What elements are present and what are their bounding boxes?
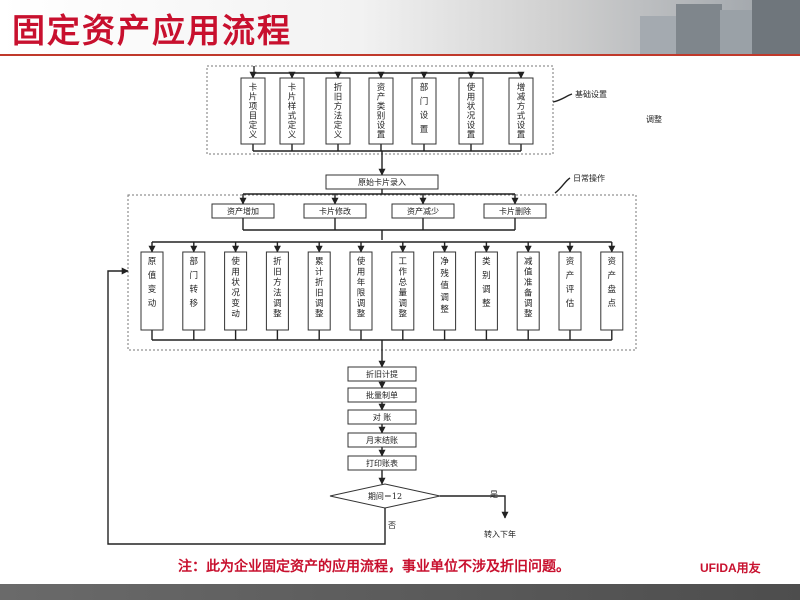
process-step-box: [347, 455, 417, 471]
process-step-label: 月末结账: [366, 435, 398, 445]
setup-label-pointer: [552, 93, 573, 103]
footnote: 注：此为企业固定资产的应用流程，事业单位不涉及折旧问题。: [178, 559, 570, 575]
operation-box: [303, 203, 367, 219]
flow-connectors: [148, 66, 616, 485]
setup-box: [458, 77, 484, 145]
setup-box-label: 资产类别设置: [377, 82, 386, 141]
setup-box-label: 增减方式设置: [517, 82, 526, 141]
process-step-label: 批量制单: [366, 390, 398, 400]
process-step-label: 对 账: [373, 412, 392, 422]
change-box: [391, 251, 415, 331]
change-box-label: 使用年限调整: [357, 256, 366, 320]
process-step-box: [347, 366, 417, 382]
process-step-box: [347, 387, 417, 403]
process-step-label: 打印账表: [366, 458, 398, 468]
change-box: [474, 251, 498, 331]
setup-box: [325, 77, 351, 145]
process-step-box: [347, 432, 417, 448]
change-box-label: 类别调整: [482, 256, 491, 309]
operation-box-label: 卡片删除: [499, 206, 531, 216]
change-box-label: 折旧方法调整: [273, 256, 282, 320]
operation-box: [211, 203, 275, 219]
building-graphic: [640, 16, 678, 56]
header-banner: 固定资产应用流程: [0, 0, 800, 56]
setup-group-label: 基础设置: [575, 89, 607, 99]
change-box: [265, 251, 289, 331]
change-box-label: 资产盘点: [608, 256, 617, 309]
yes-branch-line: [440, 495, 509, 519]
setup-box: [240, 77, 266, 145]
change-box-label: 使用状况变动: [231, 256, 240, 320]
setup-group-frame: [206, 65, 554, 155]
operation-box-label: 资产增加: [227, 206, 259, 216]
card-entry-label: 原始卡片录入: [358, 177, 406, 187]
no-label: 否: [388, 521, 396, 530]
decision-label: 期间＝12: [368, 492, 402, 501]
process-step-label: 折旧计提: [366, 369, 398, 379]
operation-box: [391, 203, 455, 219]
change-boxes: 原值变动 部门转移 使用状况变动 折旧方法调整 累计折旧调整 使用年限调整 工作总量调整 净残…: [140, 251, 624, 331]
change-box: [224, 251, 248, 331]
setup-box-label: 卡片样式定义: [288, 82, 297, 141]
building-graphic: [752, 0, 800, 56]
change-box: [558, 251, 582, 331]
header-divider: [0, 54, 800, 56]
change-box: [307, 251, 331, 331]
setup-box-label: 使用状况设置: [467, 82, 476, 141]
setup-box: [508, 77, 534, 145]
footer-bar: [0, 584, 800, 600]
adjust-group-label: 调整: [646, 114, 662, 124]
daily-label-pointer: [554, 177, 571, 194]
operation-box-label: 资产减少: [407, 206, 439, 216]
yes-label: 是: [490, 490, 498, 499]
brand-logo: UFIDA用友: [700, 561, 761, 575]
card-entry-box: [325, 174, 439, 190]
change-box: [600, 251, 624, 331]
operation-box: [483, 203, 547, 219]
change-box: [516, 251, 540, 331]
change-box: [140, 251, 164, 331]
setup-box: [368, 77, 394, 145]
change-box-label: 部门转移: [190, 256, 199, 309]
setup-box-label: 部门设置: [420, 82, 429, 135]
change-box-label: 净残值调整: [440, 256, 449, 315]
change-box-label: 原值变动: [148, 257, 157, 309]
no-loop-line: [107, 267, 386, 545]
change-box-label: 累计折旧调整: [315, 257, 324, 320]
setup-boxes: 卡片项目定义 卡片样式定义 折旧方法定义 资产类别设置 部门设置 使用状况设置 增减方式设置: [240, 77, 534, 145]
change-box: [182, 251, 206, 331]
setup-box: [411, 77, 437, 145]
building-graphic: [676, 4, 722, 56]
building-graphic: [720, 10, 754, 56]
daily-group-label: 日常操作: [573, 173, 605, 183]
change-box-label: 减值准备调整: [524, 256, 533, 320]
operation-boxes: 资产增加 卡片修改 资产减少 卡片删除: [211, 203, 547, 219]
setup-box: [279, 77, 305, 145]
change-box: [349, 251, 373, 331]
setup-box-label: 折旧方法定义: [334, 82, 343, 141]
operation-box-label: 卡片修改: [319, 206, 351, 216]
change-box: [433, 251, 457, 331]
page-title: 固定资产应用流程: [12, 11, 292, 50]
process-step-box: [347, 409, 417, 425]
change-box-label: 工作总量调整: [399, 257, 408, 320]
next-year-label: 转入下年: [484, 529, 516, 539]
setup-box-label: 卡片项目定义: [249, 82, 258, 141]
change-box-label: 资产评估: [566, 256, 575, 309]
